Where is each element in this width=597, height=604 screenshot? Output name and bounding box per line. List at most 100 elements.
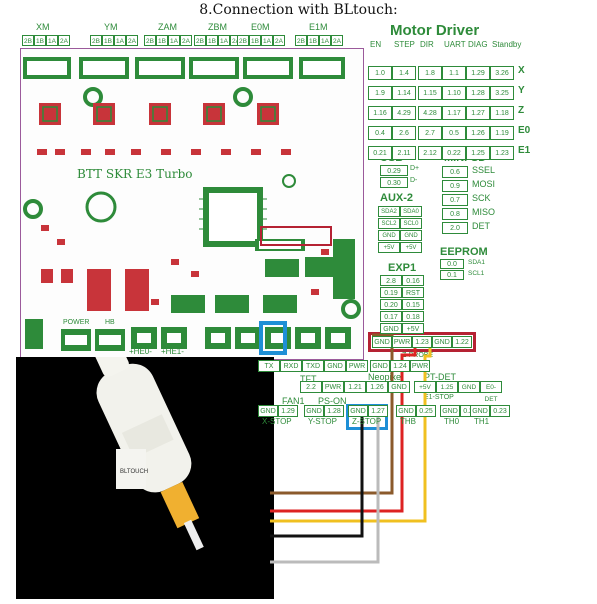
exp1-pin: 0.18 <box>402 311 424 322</box>
minisd-pin: 0.7 <box>442 194 468 206</box>
endstop-label: THB <box>400 417 416 426</box>
usb-pin: 0.30 <box>380 177 408 188</box>
motor-driver-axis: E1 <box>518 145 531 156</box>
aux2-pin: SDA2 <box>378 206 400 217</box>
motor-driver-cell: 1.16 <box>368 106 392 120</box>
probe-pin: GND <box>372 336 392 348</box>
exp1-pin: 0.17 <box>380 311 402 322</box>
minisd-signal: MOSI <box>472 179 496 189</box>
silk-he1: +HE1- <box>161 347 184 356</box>
top-connector-pin: 2A <box>58 35 70 46</box>
top-connector-pin: 1B <box>307 35 319 46</box>
endstop-pin: GND <box>304 405 324 417</box>
motor-driver-cell: 1.28 <box>466 86 490 100</box>
motor-driver-header: EN <box>370 40 382 49</box>
top-connector-name: YM <box>104 22 118 32</box>
endstop-pin: GND <box>348 405 368 417</box>
aux2-pin: SDA0 <box>400 206 422 217</box>
page-title: 8.Connection with BLtouch: <box>199 2 398 18</box>
motor-driver-header: STEP <box>394 40 415 49</box>
motor-driver-cell: 0.21 <box>368 146 392 160</box>
minisd-pin: 0.9 <box>442 180 468 192</box>
top-connector-pin: 2B <box>194 35 206 46</box>
motor-driver-cell: 4.28 <box>418 106 442 120</box>
usb-signal: D- <box>410 177 418 184</box>
exp1-pin: 2.8 <box>380 275 402 286</box>
exp1-pin: 0.19 <box>380 287 402 298</box>
neopixel-pin: PWR <box>410 360 430 372</box>
top-connector-pin: 2A <box>126 35 138 46</box>
endstop-label: TH0 <box>444 417 460 426</box>
motor-driver-cell: 1.4 <box>392 66 416 80</box>
aux2-pin: +5V <box>400 242 422 253</box>
eeprom-signal: SCL1 <box>468 270 485 277</box>
silk-hb: HB <box>105 319 115 326</box>
motor-driver-cell: 0.4 <box>368 126 392 140</box>
minisd-signal: SSEL <box>472 165 496 175</box>
minisd-pin: 0.6 <box>442 166 468 178</box>
motor-driver-cell: 3.26 <box>490 66 514 80</box>
tft-pin: TX <box>258 360 280 372</box>
ptdet-pin: +5V <box>414 381 436 393</box>
tft-pin: GND <box>324 360 346 372</box>
top-connector-pin: 1A <box>218 35 230 46</box>
usb-pin: 0.29 <box>380 165 408 176</box>
exp1-title: EXP1 <box>388 262 417 274</box>
eeprom-signal: SDA1 <box>468 259 485 266</box>
neopixel-pin: GND <box>370 360 390 372</box>
motor-driver-cell: 2.11 <box>392 146 416 160</box>
tft-pin: TXD <box>302 360 324 372</box>
exp1-pin: 0.15 <box>402 299 424 310</box>
minisd-signal: DET <box>472 221 490 231</box>
board-name: BTT SKR E3 Turbo <box>77 167 193 181</box>
motor-driver-cell: 1.18 <box>490 106 514 120</box>
motor-driver-cell: 4.29 <box>392 106 416 120</box>
endstop-pin: GND <box>258 405 278 417</box>
minisd-signal: SCK <box>472 193 491 203</box>
controller-board: BTT SKR E3 Turbo POWER HB +HE0- +HE1- <box>20 48 364 360</box>
motor-driver-cell: 1.1 <box>442 66 466 80</box>
top-connector-pin: 2A <box>273 35 285 46</box>
motor-driver-header: DIAG <box>468 40 488 49</box>
tft-pin: PWR <box>346 360 368 372</box>
endstop-pin: GND <box>440 405 460 417</box>
endstop-pin: 1.29 <box>278 405 298 417</box>
usb-signal: D+ <box>410 165 420 172</box>
motor-driver-cell: 2.6 <box>392 126 416 140</box>
board-drawing <box>23 57 361 355</box>
probe-pin: PWR <box>392 336 412 348</box>
probe-pin: 1.23 <box>412 336 432 348</box>
bltouch-board-label: BLTOUCH <box>120 469 148 475</box>
minisd-signal: MISO <box>472 207 496 217</box>
ptdet-pin: E0-DET <box>480 381 502 403</box>
motor-driver-cell: 1.15 <box>418 86 442 100</box>
endstop-label: Z-STOP <box>352 417 382 426</box>
top-connector-pin: 1B <box>206 35 218 46</box>
probe-pin: 1.22 <box>452 336 472 348</box>
motor-driver-cell: 1.17 <box>442 106 466 120</box>
motor-driver-header: Standby <box>492 40 522 49</box>
top-connector-name: E0M <box>251 22 270 32</box>
fan-pin: PWR <box>322 381 344 393</box>
top-connector-pin: 2B <box>90 35 102 46</box>
aux2-pin: +5V <box>378 242 400 253</box>
aux2-pin: SCL2 <box>378 218 400 229</box>
endstop-pin: GND <box>396 405 416 417</box>
eeprom-pin: 0.0 <box>440 259 464 269</box>
probe-label: Z-PROBE <box>402 352 434 359</box>
motor-driver-cell: 2.7 <box>418 126 442 140</box>
aux2-title: AUX-2 <box>380 192 414 204</box>
top-connector-pin: 1B <box>156 35 168 46</box>
e1stop-label: E1-STOP <box>424 394 454 401</box>
fan-pin: 2.2 <box>300 381 322 393</box>
probe-pin: GND <box>432 336 452 348</box>
silk-power: POWER <box>63 319 90 326</box>
top-connector-pin: 1A <box>168 35 180 46</box>
top-connector-name: ZAM <box>158 22 177 32</box>
ptdet-pin: 1.25 <box>436 381 458 393</box>
aux2-pin: SCL0 <box>400 218 422 229</box>
top-connector-pin: 2A <box>180 35 192 46</box>
bltouch-drawing: BLTOUCH <box>94 341 204 551</box>
top-connector-pin: 2B <box>295 35 307 46</box>
endstop-pin: 1.27 <box>368 405 388 417</box>
